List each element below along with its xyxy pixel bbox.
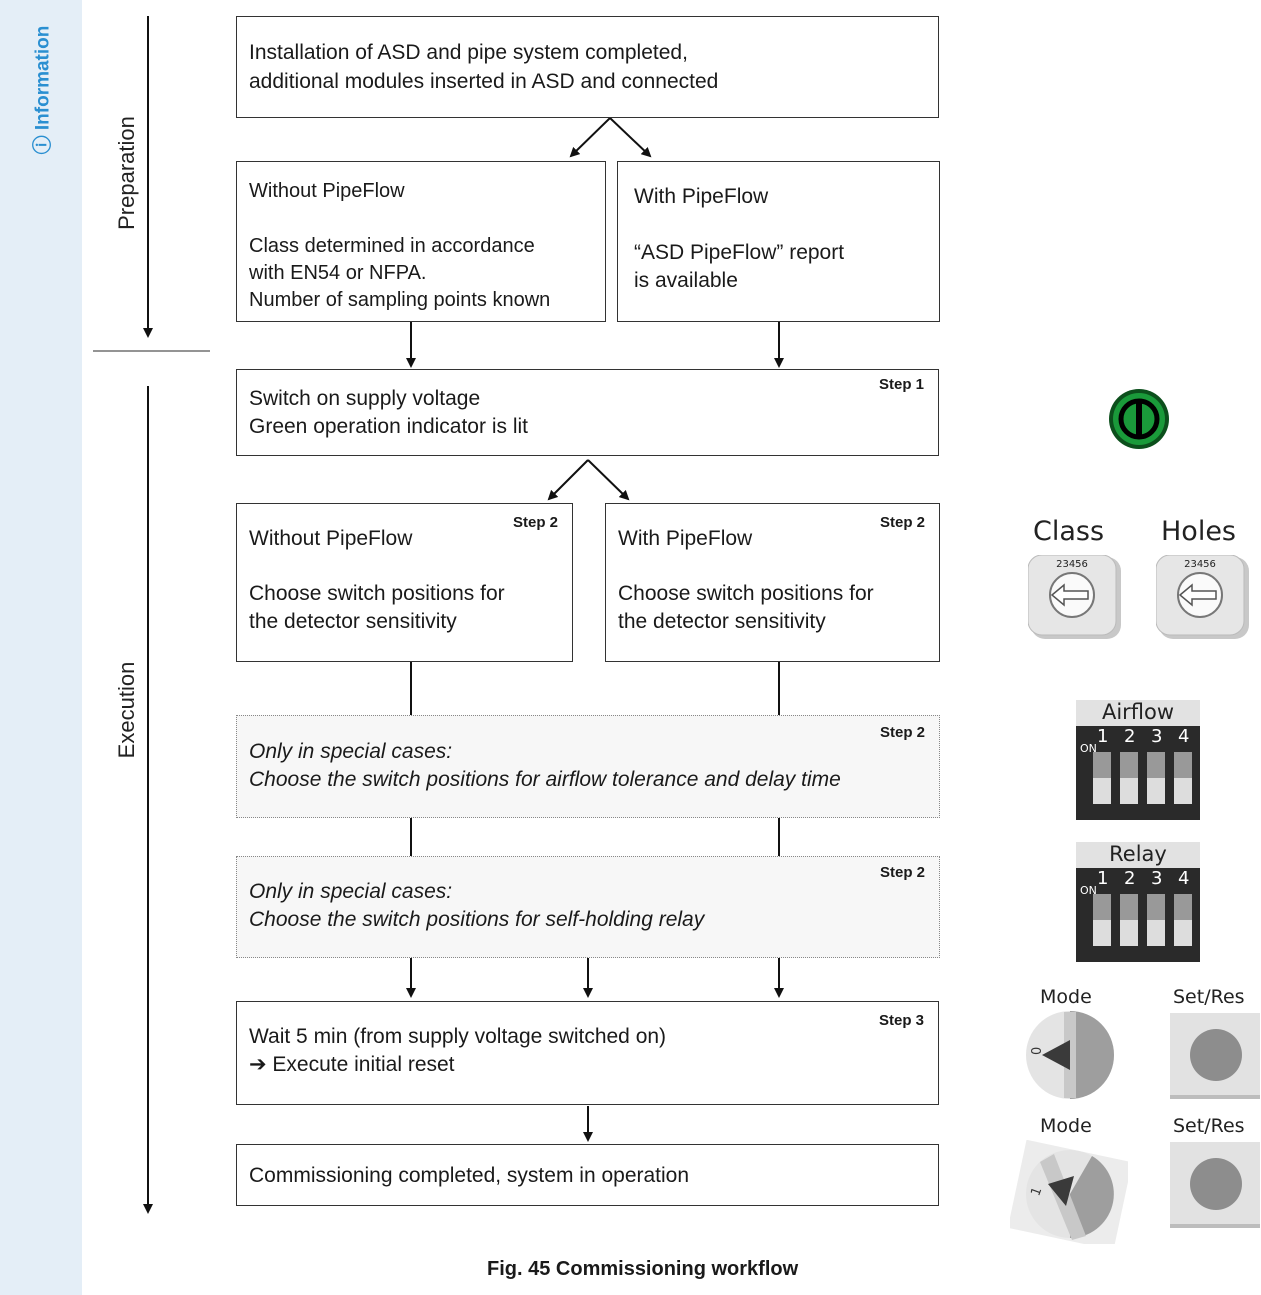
mode-dial-position-0-icon: 0 <box>1026 1011 1114 1099</box>
airflow-dip-number-2: 2 <box>1124 726 1136 747</box>
preparation-label: Preparation <box>114 116 139 230</box>
relay-dip-number-3: 3 <box>1151 868 1163 889</box>
step3-line2: ➔ Execute initial reset <box>249 1053 455 1076</box>
installation-box: Installation of ASD and pipe system comp… <box>236 16 939 118</box>
step1-box: Step 1 Switch on supply voltage Green op… <box>236 369 939 456</box>
prep-without-pipeflow-box: Without PipeFlow Class determined in acc… <box>236 161 606 322</box>
airflow-on-label: ON <box>1080 742 1097 755</box>
svg-text:23456: 23456 <box>1184 559 1216 570</box>
step2-without-pipeflow-box: Step 2 Without PipeFlow Choose switch po… <box>236 503 573 662</box>
sidebar: ⓘ Information <box>0 0 82 1295</box>
step1-badge: Step 1 <box>878 376 924 393</box>
special-airflow-line1: Only in special cases: <box>249 740 453 763</box>
commissioning-completed-box: Commissioning completed, system in opera… <box>236 1144 939 1206</box>
step3-badge: Step 3 <box>878 1012 924 1029</box>
step2-without-badge: Step 2 <box>512 514 558 531</box>
step2-without-title: Without PipeFlow <box>249 527 413 550</box>
special-relay-line2: Choose the switch positions for self-hol… <box>249 908 705 931</box>
special-relay-badge: Step 2 <box>879 864 925 881</box>
prep-with-pipeflow-box: With PipeFlow “ASD PipeFlow” report is a… <box>617 161 940 322</box>
mode-dial-position-1-icon: 1 <box>1010 1140 1128 1244</box>
split2-arrow-right <box>587 459 630 501</box>
step2-without-line1: Choose switch positions for <box>249 582 505 605</box>
special-case-airflow-box: Step 2 Only in special cases: Choose the… <box>236 715 940 818</box>
svg-text:23456: 23456 <box>1056 559 1088 570</box>
setres-label-1: Set/Res <box>1173 986 1245 1008</box>
green-operation-indicator-icon <box>1109 389 1169 449</box>
step1-line2: Green operation indicator is lit <box>249 415 528 438</box>
step2-with-line1: Choose switch positions for <box>618 582 874 605</box>
step3-box: Step 3 Wait 5 min (from supply voltage s… <box>236 1001 939 1105</box>
airflow-dip-number-3: 3 <box>1151 726 1163 747</box>
set-reset-button-2-icon <box>1170 1142 1260 1228</box>
special-relay-line1: Only in special cases: <box>249 880 453 903</box>
special-airflow-badge: Step 2 <box>879 724 925 741</box>
holes-switch-label: Holes <box>1161 516 1237 547</box>
step2-with-pipeflow-box: Step 2 With PipeFlow Choose switch posit… <box>605 503 940 662</box>
mode-position-0: 0 <box>1030 1047 1045 1055</box>
relay-dip-number-2: 2 <box>1124 868 1136 889</box>
relay-on-label: ON <box>1080 884 1097 897</box>
relay-dip-number-4: 4 <box>1178 868 1190 889</box>
step2-with-badge: Step 2 <box>879 514 925 531</box>
setres-label-2: Set/Res <box>1173 1115 1245 1137</box>
install-line2: additional modules inserted in ASD and c… <box>249 70 719 93</box>
step2-with-line2: the detector sensitivity <box>618 610 826 633</box>
prep-without-line2: with EN54 or NFPA. <box>249 262 427 284</box>
special-case-relay-box: Step 2 Only in special cases: Choose the… <box>236 856 940 958</box>
mode-label-2: Mode <box>1040 1115 1092 1137</box>
done-line1: Commissioning completed, system in opera… <box>249 1164 690 1187</box>
prep-without-line3: Number of sampling points known <box>249 289 551 311</box>
split-arrow-right <box>609 117 652 158</box>
install-line1: Installation of ASD and pipe system comp… <box>249 41 688 64</box>
execution-label: Execution <box>114 661 139 759</box>
figure-caption: Fig. 45 Commissioning workflow <box>487 1258 799 1280</box>
step2-with-title: With PipeFlow <box>618 527 753 550</box>
prep-without-line1: Class determined in accordance <box>249 235 535 257</box>
mode-label-1: Mode <box>1040 986 1092 1008</box>
airflow-dip-switch: Airflow ON 1 2 3 4 <box>1076 700 1200 820</box>
step3-line1: Wait 5 min (from supply voltage switched… <box>249 1025 667 1048</box>
airflow-label: Airflow <box>1101 700 1175 724</box>
step2-without-line2: the detector sensitivity <box>249 610 457 633</box>
set-reset-button-1-icon <box>1170 1013 1260 1099</box>
relay-label: Relay <box>1109 842 1167 866</box>
special-airflow-line2: Choose the switch positions for airflow … <box>249 768 841 791</box>
split-arrow-left <box>569 117 611 158</box>
airflow-dip-number-1: 1 <box>1097 726 1109 747</box>
split2-arrow-left <box>547 459 589 501</box>
prep-without-title: Without PipeFlow <box>249 180 405 202</box>
prep-with-title: With PipeFlow <box>634 185 769 208</box>
class-rotary-switch-icon: 23456 <box>1028 555 1121 639</box>
prep-with-line1: “ASD PipeFlow” report <box>634 241 845 264</box>
relay-dip-switch: Relay ON 1 2 3 4 <box>1076 842 1200 962</box>
airflow-dip-number-4: 4 <box>1178 726 1190 747</box>
step1-line1: Switch on supply voltage <box>249 387 481 410</box>
holes-rotary-switch-icon: 23456 <box>1156 555 1249 639</box>
class-switch-label: Class <box>1033 516 1105 547</box>
prep-with-line2: is available <box>634 269 738 292</box>
relay-dip-number-1: 1 <box>1097 868 1109 889</box>
